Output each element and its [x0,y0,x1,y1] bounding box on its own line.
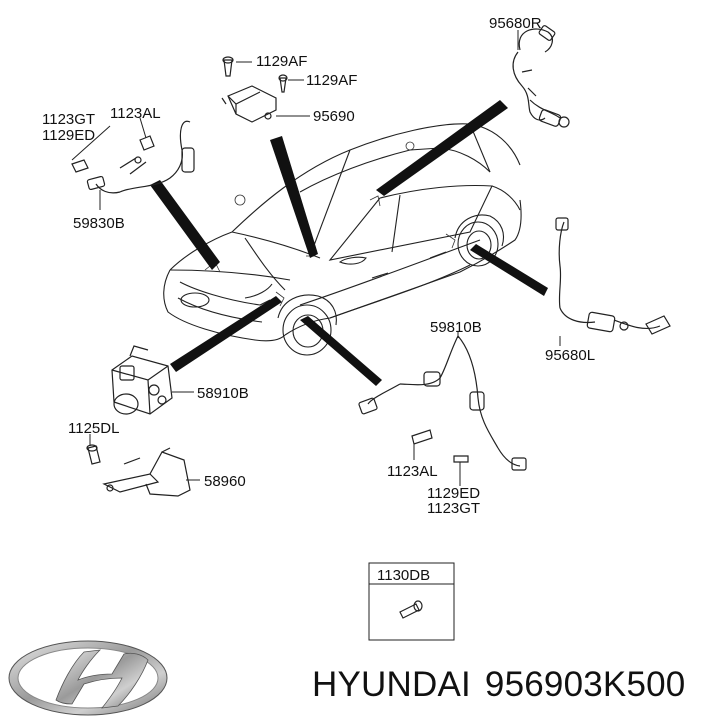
sensor-95680R-illustration [512,25,570,128]
arrow-to-rear-left-sensor [470,244,548,296]
label-1123AL-top: 1123AL [110,105,161,122]
label-95680L: 95680L [545,347,595,364]
label-1129AF-b: 1129AF [306,72,357,89]
sensor-95680L-illustration [555,217,671,335]
brand-name: HYUNDAI [312,665,471,704]
bolt-1130DB-illustration [399,600,423,619]
arrow-to-abs-unit [170,296,282,372]
label-95690: 95690 [313,108,355,125]
yaw-sensor-95690-illustration [221,56,288,123]
label-1123GT-top: 1123GT [42,111,95,128]
part-1130DB-box [368,562,455,641]
label-1123AL-bottom: 1123AL [387,463,438,480]
label-1129AF-a: 1129AF [256,53,307,70]
label-58960: 58960 [204,473,246,490]
bracket-58960-illustration [86,444,191,497]
sensor-59830B-illustration [71,120,195,194]
label-1129ED-bottom: 1129ED [427,485,480,502]
arrow-to-rear-right-sensor [376,100,508,196]
label-95680R: 95680R [489,15,542,32]
label-58910B: 58910B [197,385,249,402]
part-number: 956903K500 [484,665,686,704]
label-1129ED-top: 1129ED [42,127,95,144]
arrow-to-front-left-sensor [150,180,220,270]
arrow-to-yaw-sensor [270,136,318,258]
leader-lines [71,30,561,486]
sensor-59810B-illustration [358,335,527,471]
hyundai-logo-icon [8,640,168,716]
label-59830B: 59830B [73,215,125,232]
label-1130DB: 1130DB [377,567,430,584]
part-labels: 95680R 1129AF 1129AF 95690 1123GT 1129ED… [42,15,595,584]
abs-unit-58910B-illustration [111,345,173,415]
label-1123GT-bottom: 1123GT [427,500,480,517]
label-1125DL: 1125DL [68,420,119,437]
arrow-to-front-right-sensor [300,316,382,386]
footer-part-caption: HYUNDAI 956903K500 [312,660,716,710]
pointer-arrows [150,100,548,386]
label-59810B: 59810B [430,319,482,336]
